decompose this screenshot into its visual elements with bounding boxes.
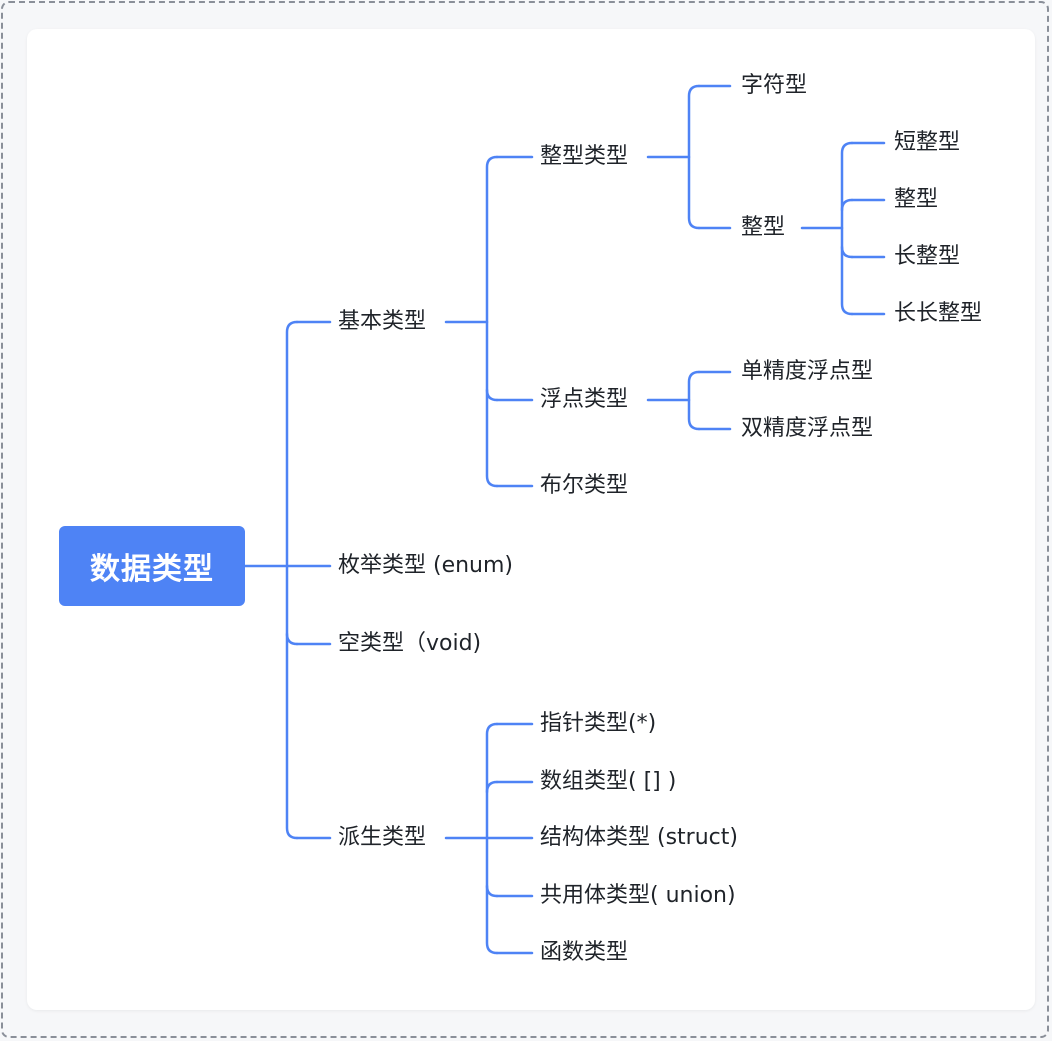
node-void-type: 空类型（void) xyxy=(338,631,482,656)
node-function-type: 函数类型 xyxy=(540,940,629,965)
node-basic-types: 基本类型 xyxy=(338,309,427,334)
connector-int-kind xyxy=(840,198,854,212)
diagram-card xyxy=(27,29,1035,1010)
node-derived-types: 派生类型 xyxy=(338,825,427,850)
node-char-type: 字符型 xyxy=(741,73,808,98)
connector-basic-bracket xyxy=(485,155,499,488)
connector-union xyxy=(485,884,499,898)
node-struct-type: 结构体类型 (struct) xyxy=(540,825,738,850)
node-int: 整型 xyxy=(894,187,939,212)
node-short-int: 短整型 xyxy=(894,130,961,155)
connector-integer-bracket xyxy=(687,84,701,230)
node-union-type: 共用体类型( union) xyxy=(540,883,736,908)
connector-float xyxy=(485,388,499,402)
node-int-type: 整型 xyxy=(741,215,786,240)
node-single-float: 单精度浮点型 xyxy=(741,359,874,384)
connector-void xyxy=(285,632,299,646)
node-pointer-type: 指针类型(*) xyxy=(540,711,657,736)
node-double-float: 双精度浮点型 xyxy=(741,416,874,441)
node-enum-type: 枚举类型 (enum) xyxy=(338,553,514,578)
root-node: 数据类型 xyxy=(59,526,245,606)
connector-int-bracket xyxy=(840,141,854,316)
node-long-int: 长整型 xyxy=(894,244,961,269)
connector-float-bracket xyxy=(687,370,701,431)
connector-array xyxy=(485,780,499,794)
node-float-types: 浮点类型 xyxy=(540,387,629,412)
node-long-long-int: 长长整型 xyxy=(894,301,983,326)
node-bool-type: 布尔类型 xyxy=(540,473,629,498)
node-array-type: 数组类型( [] ) xyxy=(540,769,677,794)
connector-long xyxy=(840,245,854,259)
connector-level1-bracket xyxy=(285,320,299,840)
node-integer-types: 整型类型 xyxy=(540,144,629,169)
